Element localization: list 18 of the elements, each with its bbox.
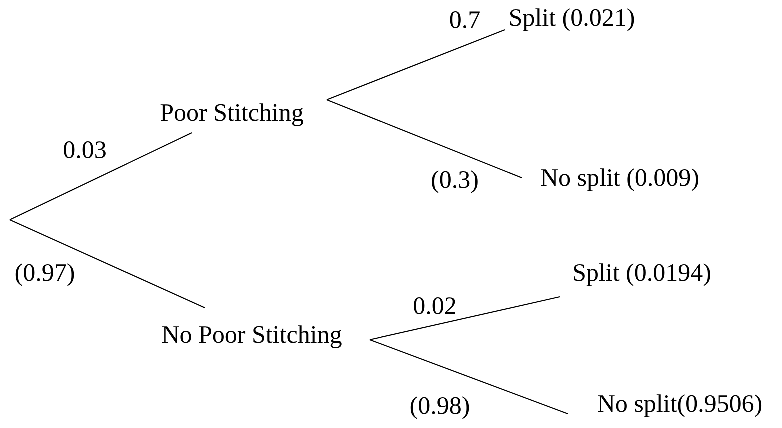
- probability-label: 0.03: [64, 142, 106, 158]
- outcome-text: Split (0.0194): [574, 264, 710, 286]
- outcome-text: Split (0.021): [510, 8, 634, 32]
- probability-label: (0.3): [432, 170, 478, 194]
- branch-line: [10, 219, 206, 308]
- probability-label: 0.7: [450, 12, 480, 28]
- outcome-text: No Poor Stitching: [162, 326, 342, 348]
- branch-line: [370, 339, 568, 414]
- outcome-text: No split (0.009): [541, 168, 698, 192]
- outcome-text: No split(0.9506): [598, 394, 762, 418]
- probability-label: (0.98): [410, 396, 470, 420]
- branch-line: [370, 296, 560, 341]
- outcome-text: Poor Stitching: [160, 104, 304, 126]
- branch-line: [326, 29, 506, 100]
- probability-label: 0.02: [414, 298, 456, 314]
- probability-label: (0.97): [16, 264, 74, 286]
- branch-line: [326, 99, 522, 178]
- branch-line: [10, 132, 192, 220]
